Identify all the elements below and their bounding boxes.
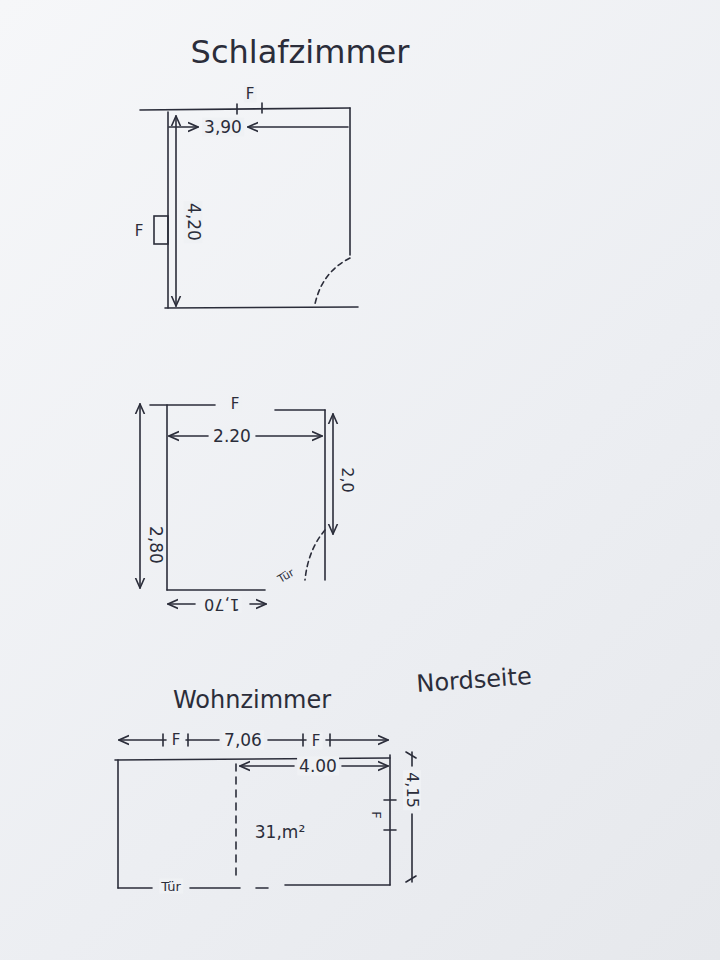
wall (167, 589, 265, 591)
dimension-value: 4,20 (184, 201, 203, 243)
dimension-value: 2.20 (211, 427, 253, 446)
window-mark: F (170, 732, 183, 749)
dimension-value: 4.00 (297, 757, 339, 776)
dimension-value: 7,06 (222, 731, 264, 750)
door-swing (305, 530, 325, 580)
dimension-value: 3,90 (202, 118, 244, 137)
dimension-value: 1,70 (202, 595, 242, 613)
window-symbol (154, 216, 168, 244)
dimension-value: 2,80 (146, 524, 165, 566)
dimension-line (248, 126, 348, 128)
dimension-line (332, 414, 334, 534)
window-mark: F (229, 396, 242, 413)
wall (140, 108, 350, 110)
window-tick (384, 800, 396, 830)
wall (349, 108, 351, 255)
door-note: Tür (159, 879, 183, 894)
wall (167, 112, 169, 308)
window-mark: F (369, 809, 384, 820)
window-mark: F (244, 86, 257, 103)
dimension-line (250, 603, 266, 605)
dimension-line (175, 116, 177, 306)
dimension-line (342, 765, 388, 767)
wall (117, 760, 119, 888)
dimension-line (139, 404, 141, 588)
room-title: Schlafzimmer (189, 35, 412, 69)
window-tick (237, 103, 262, 114)
dimension-value: 2,0 (338, 465, 356, 494)
door-note: Tür (274, 565, 298, 587)
wall (324, 410, 326, 580)
wall (150, 404, 215, 406)
wall (275, 409, 325, 411)
window-mark: F (133, 223, 146, 240)
dimension-line (169, 126, 198, 128)
wall (190, 885, 390, 888)
area-value: 31,m² (253, 823, 307, 842)
side-note: Nordseite (414, 663, 535, 697)
wall (166, 405, 168, 590)
dimension-line (240, 765, 294, 767)
partition-line (235, 764, 237, 880)
wall (118, 887, 152, 889)
dimension-value: 4,15 (403, 770, 421, 810)
dimension-line (256, 435, 322, 437)
dimension-line (119, 739, 166, 741)
dimension-line (326, 739, 388, 741)
wall (389, 755, 391, 885)
wall (115, 758, 390, 760)
door-swing (315, 258, 350, 304)
dimension-line (168, 603, 195, 605)
wall (165, 307, 358, 308)
window-mark: F (310, 733, 323, 750)
dimension-line (169, 435, 208, 437)
room-title: Wohnzimmer (171, 687, 333, 713)
